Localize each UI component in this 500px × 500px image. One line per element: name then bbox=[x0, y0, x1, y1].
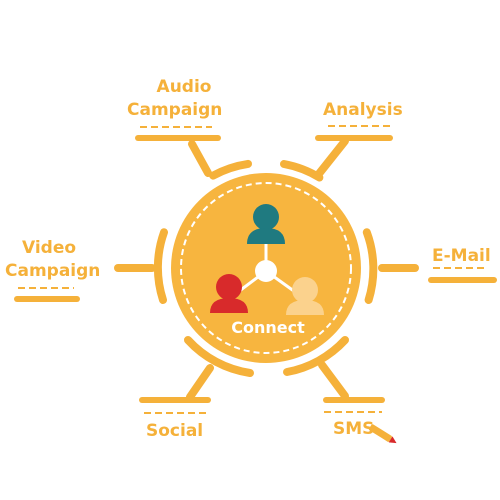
spoke-analysis bbox=[314, 137, 349, 179]
video-campaign-line1: Video bbox=[22, 238, 77, 258]
video-campaign-label-line1: Video bbox=[22, 237, 76, 259]
person-peach-icon bbox=[286, 277, 324, 315]
arc-segment-top-right bbox=[280, 160, 324, 182]
person-red-icon bbox=[210, 274, 248, 313]
arc-segment-top-left bbox=[209, 159, 252, 180]
arc-segment-bottom-right bbox=[283, 336, 349, 376]
spoke-social bbox=[186, 364, 214, 401]
spoke-audio-campaign bbox=[188, 140, 212, 177]
audio-campaign-line2: Campaign bbox=[127, 100, 223, 120]
person-teal-icon bbox=[247, 204, 285, 244]
audio-campaign-label: Audio bbox=[144, 76, 224, 98]
arc-segment-bottom-left bbox=[184, 336, 254, 377]
video-campaign-label-line2: Campaign bbox=[5, 260, 100, 282]
audio-campaign-label-line2: Campaign bbox=[127, 99, 222, 121]
email-label: E-Mail bbox=[432, 246, 491, 266]
video-campaign-line2: Campaign bbox=[5, 261, 101, 281]
audio-campaign-line1: Audio bbox=[156, 77, 212, 97]
arc-segment-left bbox=[153, 228, 168, 304]
social-label: Social bbox=[146, 421, 204, 441]
pencil-icon bbox=[368, 424, 397, 444]
hub-node bbox=[255, 260, 277, 282]
spoke-sms bbox=[318, 361, 349, 400]
sms-label: SMS bbox=[333, 419, 375, 439]
arc-segment-right bbox=[362, 228, 378, 304]
connect-label: Connect bbox=[231, 318, 305, 337]
inner-dashed-ring bbox=[180, 182, 352, 354]
analysis-label: Analysis bbox=[323, 100, 403, 120]
